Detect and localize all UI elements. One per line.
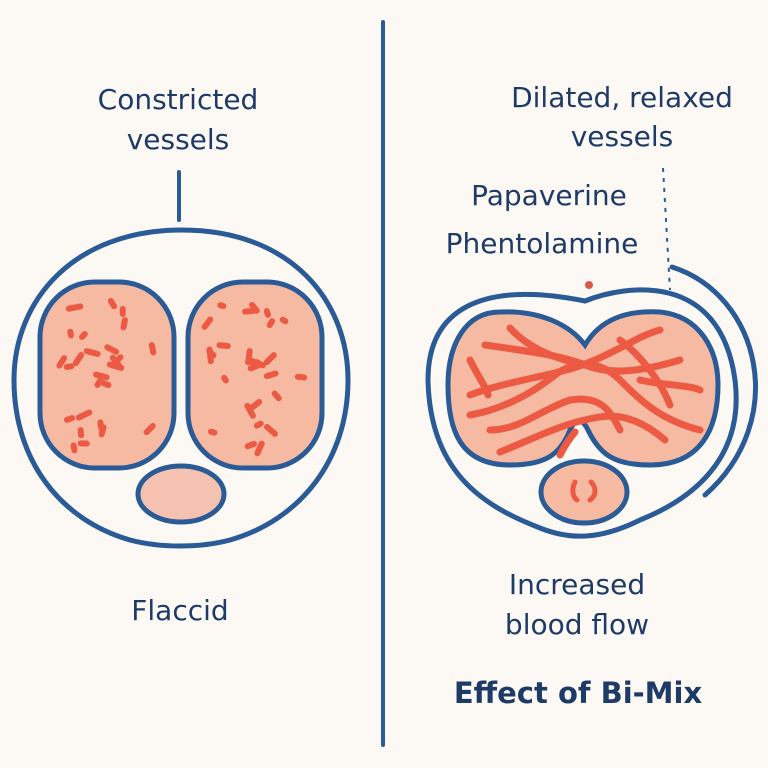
outer-tunica xyxy=(425,287,739,539)
constricted-vessel-mark xyxy=(148,342,157,356)
flaccid-cross-section: Constricted vessels Flaccid xyxy=(11,83,351,627)
constricted-vessel-mark xyxy=(94,377,104,388)
erect-cross-section: Dilated, relaxed vessels Papaverine Phen… xyxy=(425,81,758,710)
dilated-vessels xyxy=(466,324,704,503)
constricted-vessel-mark xyxy=(63,363,75,370)
constricted-vessel-mark xyxy=(75,409,93,421)
constricted-vessel-mark xyxy=(201,316,214,330)
constricted-vessel-mark xyxy=(245,348,253,366)
constricted-vessel-mark xyxy=(72,352,85,367)
constricted-vessel-mark xyxy=(221,374,229,384)
constricted-vessel-mark xyxy=(242,307,257,315)
increased-label-line1: Increased xyxy=(509,568,645,601)
diagram-title: Effect of Bi-Mix xyxy=(454,676,703,710)
constricted-vessel-mark xyxy=(249,301,260,314)
constricted-vessel-mark xyxy=(279,316,289,325)
constricted-vessel-mark xyxy=(263,308,271,318)
papaverine-label: Papaverine xyxy=(471,179,627,212)
dashed-pointer xyxy=(662,167,671,291)
constricted-vessel-mark xyxy=(263,352,277,366)
constricted-label-line2: vessels xyxy=(127,123,230,156)
constricted-vessel-mark xyxy=(247,398,263,412)
constricted-vessel-mark xyxy=(104,344,120,355)
constricted-vessel-mark xyxy=(217,302,227,310)
constricted-vessel-mark xyxy=(271,390,282,402)
constricted-vessel-mark xyxy=(67,328,74,339)
constricted-vessel-mark xyxy=(106,361,125,371)
constricted-vessels xyxy=(56,297,308,457)
constricted-vessel-mark xyxy=(120,317,128,331)
constricted-vessel-mark xyxy=(253,420,264,429)
constricted-vessel-mark xyxy=(264,423,278,437)
constricted-vessel-mark xyxy=(100,380,112,389)
constricted-label-line1: Constricted xyxy=(98,83,259,116)
injection-dot xyxy=(585,281,593,289)
flaccid-label: Flaccid xyxy=(131,594,228,627)
constricted-vessel-mark xyxy=(206,346,214,365)
right-corpus-cavernosum xyxy=(185,279,325,471)
phentolamine-label: Phentolamine xyxy=(446,227,639,260)
constricted-vessel-mark xyxy=(65,303,84,312)
constricted-vessel-mark xyxy=(244,440,257,450)
constricted-vessel-mark xyxy=(254,440,265,457)
dilated-label-line2: vessels xyxy=(571,120,674,153)
constricted-vessel-mark xyxy=(98,424,107,438)
expanding-arc xyxy=(669,264,758,498)
constricted-vessel-mark xyxy=(70,442,78,454)
constricted-vessel-mark xyxy=(207,428,218,436)
constricted-vessel-mark xyxy=(111,354,124,367)
dilated-label-line1: Dilated, relaxed xyxy=(511,81,733,114)
constricted-vessel-mark xyxy=(294,373,308,381)
constricted-vessel-mark xyxy=(63,415,76,423)
constricted-vessel-mark xyxy=(56,355,68,369)
constricted-vessel-mark xyxy=(216,342,231,349)
constricted-vessel-mark xyxy=(78,330,88,341)
constricted-vessel-mark xyxy=(263,370,279,380)
constricted-vessel-mark xyxy=(143,422,156,436)
constricted-vessel-mark xyxy=(266,318,276,329)
increased-label-line2: blood flow xyxy=(505,608,649,641)
constricted-vessel-mark xyxy=(83,348,101,357)
corpus-spongiosum xyxy=(135,463,227,525)
constricted-vessel-mark xyxy=(107,297,118,310)
corpus-spongiosum xyxy=(538,458,630,526)
constricted-vessel-mark xyxy=(247,361,263,372)
constricted-vessel-mark xyxy=(93,371,110,381)
outer-tunica xyxy=(11,227,351,549)
